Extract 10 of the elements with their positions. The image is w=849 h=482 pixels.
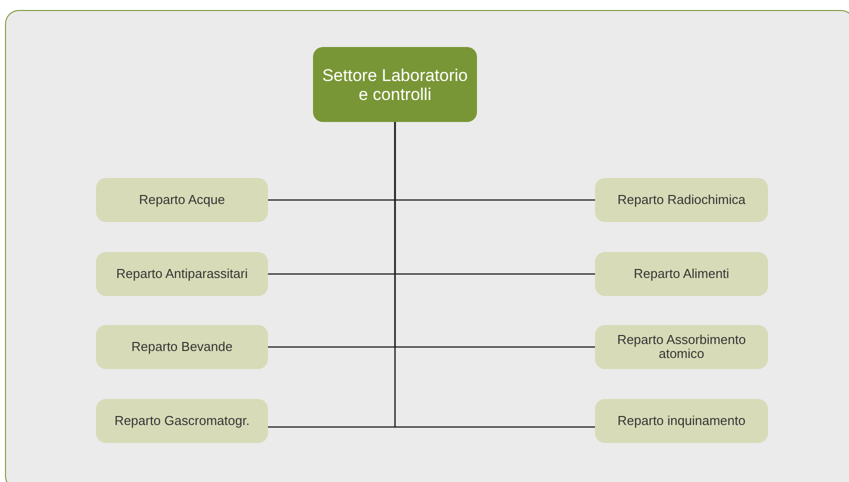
connector-line: [394, 122, 595, 428]
department-box: Settore Laboratorio e controlli: [313, 47, 477, 122]
unit-box: Reparto Alimenti: [595, 252, 768, 296]
unit-box: Reparto Bevande: [96, 325, 268, 369]
unit-box: Reparto Radiochimica: [595, 178, 768, 222]
unit-box: Reparto inquinamento: [595, 399, 768, 443]
unit-box: Reparto Antiparassitari: [96, 252, 268, 296]
unit-box: Reparto Gascromatogr.: [96, 399, 268, 443]
unit-box: Reparto Acque: [96, 178, 268, 222]
unit-box: Reparto Assorbimento atomico: [595, 325, 768, 369]
